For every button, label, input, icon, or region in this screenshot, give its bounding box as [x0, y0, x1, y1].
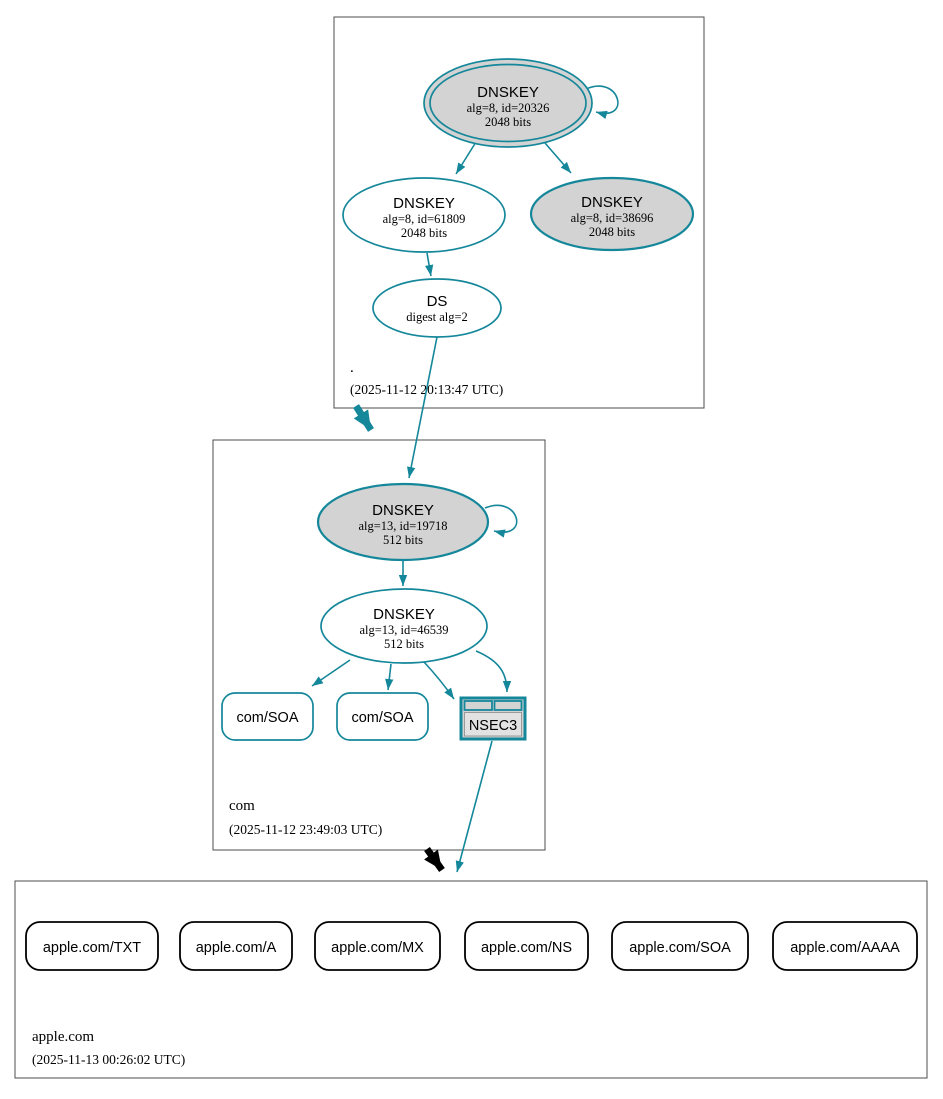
edge-root-ksk-self-sign — [585, 85, 619, 119]
node-apple-com-mx: apple.com/MX — [314, 921, 441, 971]
node-root-dnskey-38696: DNSKEY alg=8, id=38696 2048 bits — [529, 176, 695, 252]
node-apple-com-mx-label: apple.com/MX — [331, 940, 424, 956]
edge-zsk-61809-to-ds — [424, 252, 434, 277]
node-apple-com-soa: apple.com/SOA — [611, 921, 749, 971]
edge-nsec3-to-apple-com — [455, 740, 493, 873]
node-apple-com-txt-label: apple.com/TXT — [43, 940, 141, 956]
node-root-zsk-detail1: alg=8, id=61809 — [383, 212, 466, 226]
zone-label-apple-com: apple.com — [32, 1029, 94, 1045]
node-com-soa-1-label: com/SOA — [236, 710, 298, 726]
node-root-ksk-detail1: alg=8, id=20326 — [467, 101, 550, 115]
edge-secure-delegation-root-to-com — [353, 404, 374, 432]
node-ds-detail1: digest alg=2 — [406, 310, 468, 324]
node-com-zsk-detail2: 512 bits — [384, 637, 424, 651]
node-com-nsec3-label: NSEC3 — [469, 718, 517, 734]
node-apple-com-a: apple.com/A — [179, 921, 293, 971]
node-root-ds: DS digest alg=2 — [372, 278, 502, 338]
node-com-soa-2-label: com/SOA — [351, 710, 413, 726]
node-root-zsk2-detail1: alg=8, id=38696 — [571, 211, 654, 225]
edge-com-zsk-to-nsec3-a — [423, 661, 455, 700]
node-root-ksk-outer-ring — [423, 58, 593, 148]
node-apple-com-a-label: apple.com/A — [196, 940, 277, 956]
edge-com-zsk-to-soa2 — [385, 663, 394, 691]
node-apple-com-soa-label: apple.com/SOA — [629, 940, 731, 956]
node-com-dnskey-19718: DNSKEY alg=13, id=19718 512 bits — [316, 482, 490, 562]
node-apple-com-ns-label: apple.com/NS — [481, 940, 572, 956]
node-com-nsec3: NSEC3 — [459, 696, 527, 741]
node-apple-com-txt: apple.com/TXT — [25, 921, 159, 971]
zone-label-root: . — [350, 360, 354, 376]
node-ds-title: DS — [427, 293, 448, 310]
zone-timestamp-apple-com: (2025-11-13 00:26:02 UTC) — [32, 1052, 185, 1067]
node-com-ksk-detail2: 512 bits — [383, 533, 423, 547]
node-com-soa-1: com/SOA — [221, 692, 314, 741]
edge-com-zsk-to-soa1 — [311, 659, 351, 687]
node-root-dnskey-61809: DNSKEY alg=8, id=61809 2048 bits — [342, 177, 506, 253]
edge-com-ksk-self-sign — [484, 504, 518, 538]
zone-box-apple-com — [14, 880, 928, 1079]
node-apple-com-ns: apple.com/NS — [464, 921, 589, 971]
node-com-ksk-title: DNSKEY — [372, 502, 434, 519]
zone-label-com: com — [229, 798, 255, 814]
node-root-ksk-detail2: 2048 bits — [485, 115, 531, 129]
zone-timestamp-com: (2025-11-12 23:49:03 UTC) — [229, 822, 382, 837]
edge-root-ksk-to-zsk-61809 — [455, 141, 477, 175]
node-apple-com-aaaa-label: apple.com/AAAA — [790, 940, 900, 956]
node-apple-com-aaaa: apple.com/AAAA — [772, 921, 918, 971]
edge-com-zsk-to-nsec3-b — [475, 650, 512, 693]
node-root-zsk2-detail2: 2048 bits — [589, 225, 635, 239]
node-com-zsk-detail1: alg=13, id=46539 — [359, 623, 448, 637]
edge-insecure-delegation-com-to-apple-com — [424, 846, 445, 873]
node-com-ksk-detail1: alg=13, id=19718 — [358, 519, 447, 533]
node-root-zsk-title: DNSKEY — [393, 195, 455, 212]
node-com-soa-2: com/SOA — [336, 692, 429, 741]
node-com-zsk-title: DNSKEY — [373, 606, 435, 623]
edge-ds-to-com-ksk — [407, 336, 438, 479]
node-root-zsk2-title: DNSKEY — [581, 194, 643, 211]
node-root-ksk-inner-ring — [429, 63, 587, 143]
edge-root-ksk-to-zsk-38696 — [544, 142, 572, 174]
node-root-zsk-detail2: 2048 bits — [401, 226, 447, 240]
node-com-dnskey-46539: DNSKEY alg=13, id=46539 512 bits — [320, 588, 488, 664]
node-root-dnskey-20326: DNSKEY alg=8, id=20326 2048 bits — [423, 58, 593, 148]
node-root-ksk-title: DNSKEY — [477, 84, 539, 101]
